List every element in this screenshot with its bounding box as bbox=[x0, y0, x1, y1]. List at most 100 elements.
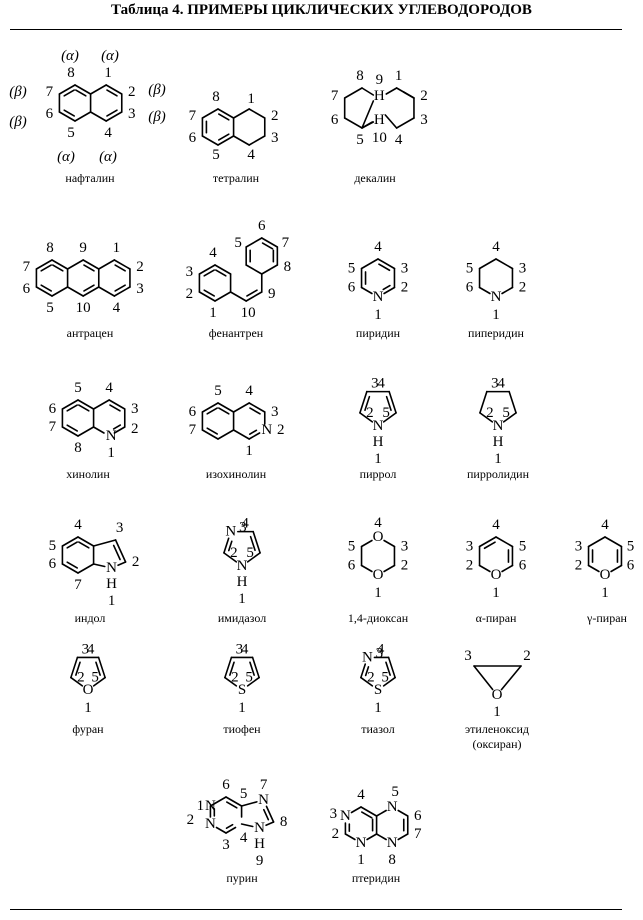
atom-number: 4 bbox=[105, 380, 113, 396]
bond bbox=[245, 264, 263, 275]
bond bbox=[375, 833, 387, 841]
atom-number: 3 bbox=[575, 539, 583, 555]
bond bbox=[82, 286, 100, 297]
atom-number: 7 bbox=[189, 422, 197, 438]
nitrogen-atom: N bbox=[237, 558, 248, 574]
compound-name: фуран bbox=[72, 722, 104, 736]
atom-number: 2 bbox=[132, 554, 140, 570]
bond bbox=[66, 286, 84, 297]
atom-number: 10 bbox=[76, 300, 91, 316]
compound-name: пиридин bbox=[356, 326, 401, 340]
atom-number: 2 bbox=[366, 405, 374, 421]
double-bond bbox=[261, 242, 274, 250]
bond bbox=[343, 117, 363, 129]
bond bbox=[215, 826, 227, 834]
atom-number: 2 bbox=[401, 558, 409, 574]
bond bbox=[252, 530, 261, 554]
atom-number: 1 bbox=[492, 585, 500, 601]
bond bbox=[245, 237, 263, 248]
sulfur-atom: S bbox=[238, 682, 246, 698]
bottom-rule bbox=[10, 909, 622, 910]
atom-number: 7 bbox=[46, 84, 54, 100]
double-bond bbox=[66, 424, 78, 432]
atom-number: 7 bbox=[23, 259, 31, 275]
double-bond bbox=[248, 429, 258, 435]
bond bbox=[217, 402, 235, 413]
bond bbox=[395, 117, 415, 129]
atom-number: 6 bbox=[627, 558, 635, 574]
bond bbox=[248, 432, 261, 440]
double-bond bbox=[206, 407, 218, 415]
atom-number: 6 bbox=[49, 556, 57, 572]
atom-number: 9 bbox=[268, 286, 276, 302]
page-title: Таблица 4. ПРИМЕРЫ ЦИКЛИЧЕСКИХ УГЛЕВОДОР… bbox=[111, 2, 532, 18]
double-bond bbox=[66, 404, 78, 412]
double-bond bbox=[206, 427, 218, 435]
bond bbox=[383, 564, 396, 573]
atom-number: 1 bbox=[374, 451, 382, 467]
atom-number: 5 bbox=[234, 235, 242, 251]
compound-name: индол bbox=[75, 611, 106, 625]
bond bbox=[97, 656, 106, 679]
atom-number: 2 bbox=[186, 286, 194, 302]
atom-number: 5 bbox=[240, 786, 248, 802]
bond bbox=[248, 108, 266, 119]
hydrogen-atom: H bbox=[374, 112, 385, 128]
compound-name: хинолин bbox=[66, 467, 110, 481]
compound-name: α-пиран bbox=[476, 611, 517, 625]
atom-number: 5 bbox=[382, 405, 390, 421]
nitrogen-atom: N bbox=[106, 560, 117, 576]
bond bbox=[224, 676, 238, 687]
bond bbox=[265, 805, 275, 823]
atom-number: 3 bbox=[464, 648, 472, 664]
atom-number: 1 bbox=[245, 443, 253, 459]
bond bbox=[502, 412, 517, 423]
hydrogen-atom: H bbox=[106, 576, 117, 592]
atom-number: 4 bbox=[104, 125, 112, 141]
alpha-label: (α) bbox=[101, 48, 119, 64]
bond bbox=[209, 796, 227, 807]
bond bbox=[360, 539, 373, 548]
atom-number: 4 bbox=[601, 517, 609, 533]
atom-number: 9 bbox=[376, 72, 384, 88]
double-bond bbox=[78, 541, 90, 549]
bond bbox=[479, 390, 488, 414]
bond bbox=[397, 833, 409, 841]
double-bond bbox=[227, 540, 233, 552]
bond bbox=[383, 286, 396, 295]
bond bbox=[105, 84, 123, 95]
atom-number: 4 bbox=[241, 516, 249, 532]
hydrogen-atom: H bbox=[254, 836, 265, 852]
double-bond bbox=[246, 289, 258, 297]
bond bbox=[61, 563, 79, 574]
double-bond bbox=[66, 541, 78, 549]
atom-number: 2 bbox=[466, 558, 474, 574]
atom-number: 4 bbox=[377, 376, 385, 392]
bond bbox=[382, 676, 396, 687]
bond bbox=[89, 84, 107, 95]
atom-number: 3 bbox=[466, 539, 474, 555]
bond bbox=[89, 111, 107, 122]
bond bbox=[58, 111, 76, 122]
bond bbox=[201, 108, 219, 119]
double-bond bbox=[203, 269, 215, 277]
atom-number: 6 bbox=[23, 281, 31, 297]
atom-number: 4 bbox=[395, 132, 403, 148]
atom-number: 1 bbox=[374, 700, 382, 716]
compound-name: фенантрен bbox=[209, 326, 264, 340]
bond bbox=[35, 259, 53, 270]
atom-number: 10 bbox=[241, 305, 256, 321]
nitrogen-atom: N bbox=[373, 289, 384, 305]
atom-number: 6 bbox=[189, 404, 197, 420]
bond bbox=[245, 291, 263, 302]
bond bbox=[248, 135, 266, 146]
atom-number: 8 bbox=[74, 440, 82, 456]
compound-name: γ-пиран bbox=[586, 611, 627, 625]
atom-number: 4 bbox=[247, 147, 255, 163]
